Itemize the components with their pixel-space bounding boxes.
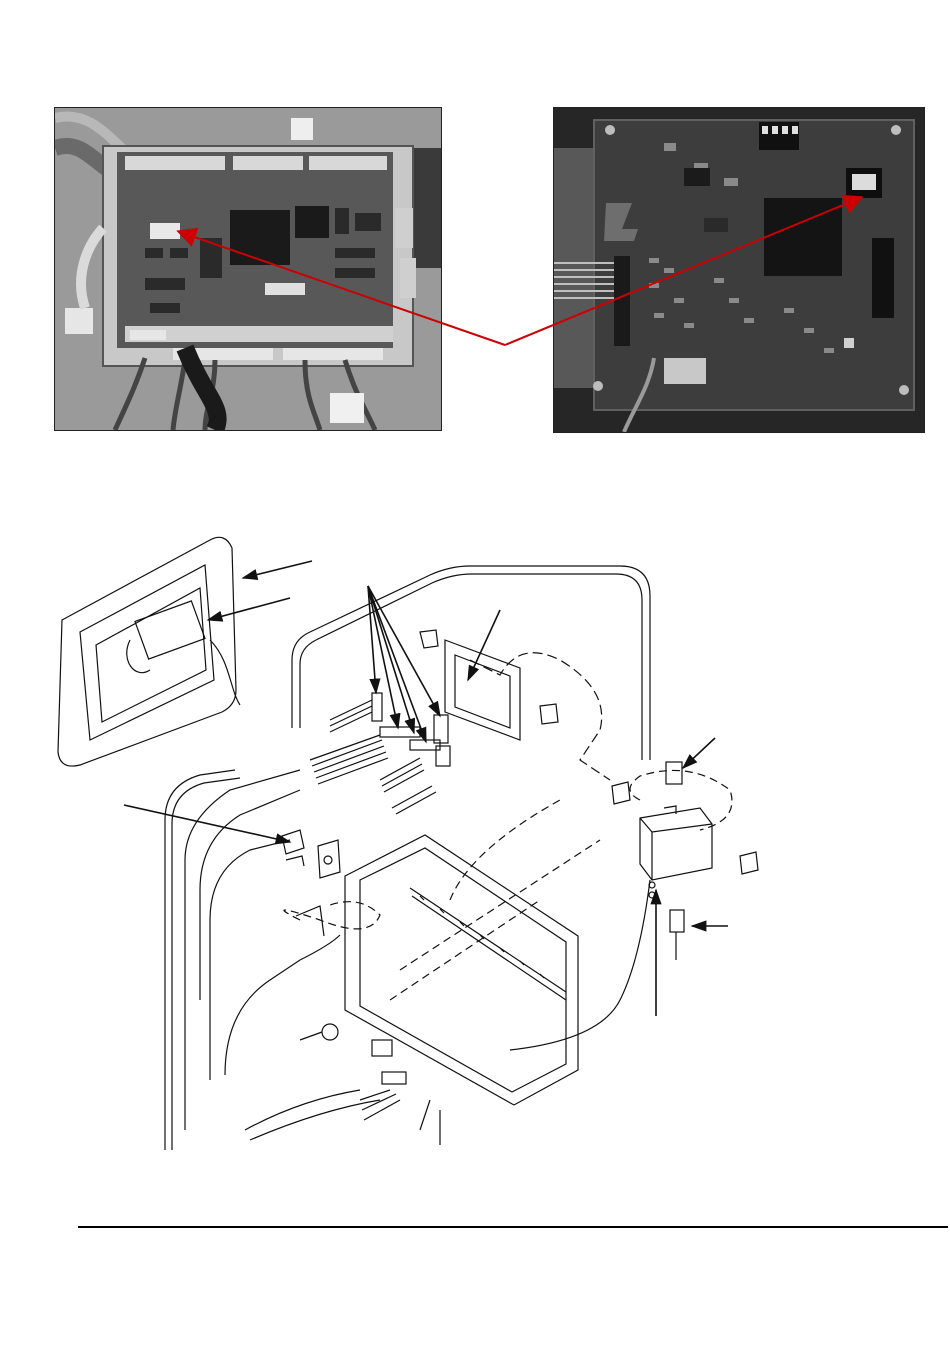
display-cover-outline	[58, 537, 236, 766]
footer-rule	[78, 1226, 948, 1228]
leader-arrow-mount-plate	[468, 610, 500, 680]
leader-arrow-plug-5	[368, 586, 440, 716]
connector-plug-bottom	[670, 910, 684, 932]
leader-arrow-switch	[124, 805, 290, 842]
leader-arrow-plug-3	[368, 586, 414, 733]
leader-arrow-plug-top	[683, 738, 715, 768]
leader-arrow-cover	[243, 561, 312, 578]
display-board-photo	[553, 107, 925, 433]
power-supply-block	[640, 808, 712, 880]
exploded-assembly-drawing	[40, 525, 820, 1155]
connector-plug-top	[666, 762, 682, 784]
controller-board-photo	[54, 107, 442, 431]
leader-arrow-plug-4	[368, 586, 426, 742]
controller-board-image	[55, 108, 441, 430]
cable-loop-top	[292, 566, 650, 760]
enclosure-box	[345, 835, 578, 1105]
display-board-image	[554, 108, 924, 432]
leader-arrow-display-board	[208, 598, 290, 620]
